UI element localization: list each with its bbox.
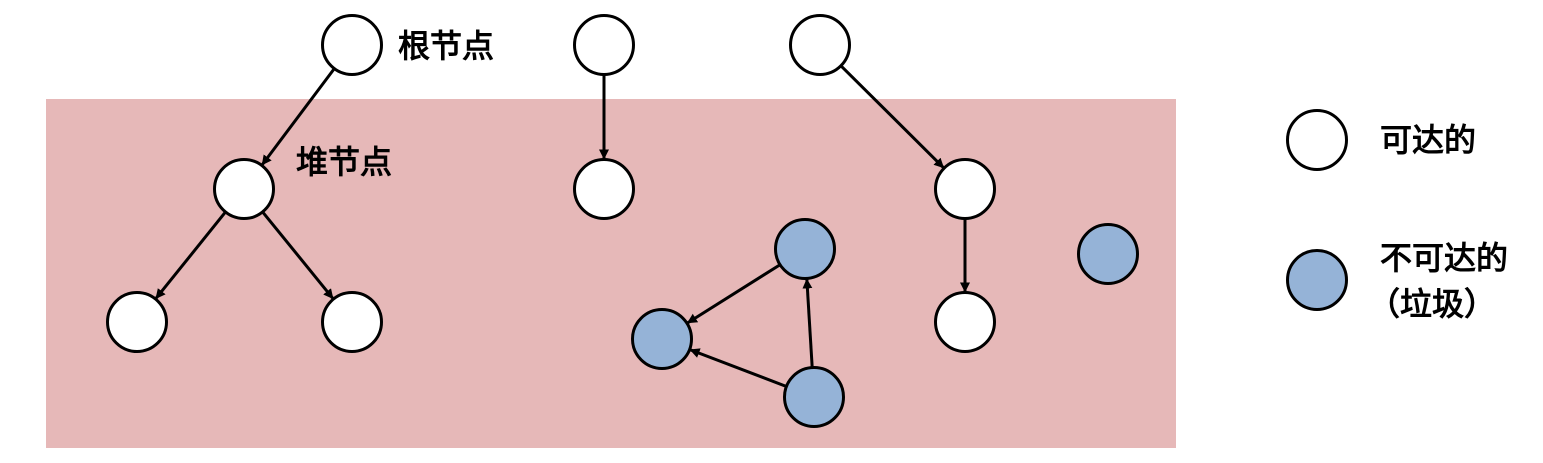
edge-root1-to-heap1 xyxy=(261,67,336,166)
node-root2 xyxy=(573,14,635,76)
nodes xyxy=(106,14,1139,428)
edge-heap1-to-heap1-right xyxy=(261,210,334,300)
root-node-label: 根节点 xyxy=(398,27,495,65)
node-heap3 xyxy=(934,158,996,220)
heap-node-label: 堆节点 xyxy=(296,143,393,181)
legend-unreachable-node xyxy=(1286,249,1348,311)
legend-reachable-label: 可达的 xyxy=(1380,121,1477,159)
node-garbage-left xyxy=(631,308,693,370)
node-root1 xyxy=(321,14,383,76)
legend-reachable-node xyxy=(1286,109,1348,171)
node-root3 xyxy=(789,14,851,76)
node-heap1-right xyxy=(321,291,383,353)
node-heap1-left xyxy=(106,291,168,353)
node-heap3-child xyxy=(934,291,996,353)
node-heap1 xyxy=(213,158,275,220)
node-garbage-bottom xyxy=(783,366,845,428)
heap-area xyxy=(46,99,1176,448)
edge-garbage-bottom-to-garbage-top xyxy=(802,278,814,368)
edge-heap1-to-heap1-left xyxy=(154,211,227,300)
edge-garbage-bottom-to-garbage-left xyxy=(689,348,787,388)
edge-root3-to-heap3 xyxy=(839,64,945,169)
node-garbage-top xyxy=(774,218,836,280)
node-heap2 xyxy=(573,158,635,220)
node-garbage-isolated xyxy=(1077,223,1139,285)
edge-garbage-top-to-garbage-left xyxy=(686,263,781,325)
legend-unreachable-label: 不可达的 xyxy=(1380,239,1509,277)
legend-unreachable-sublabel: （垃圾） xyxy=(1368,285,1497,323)
edges xyxy=(154,64,970,388)
